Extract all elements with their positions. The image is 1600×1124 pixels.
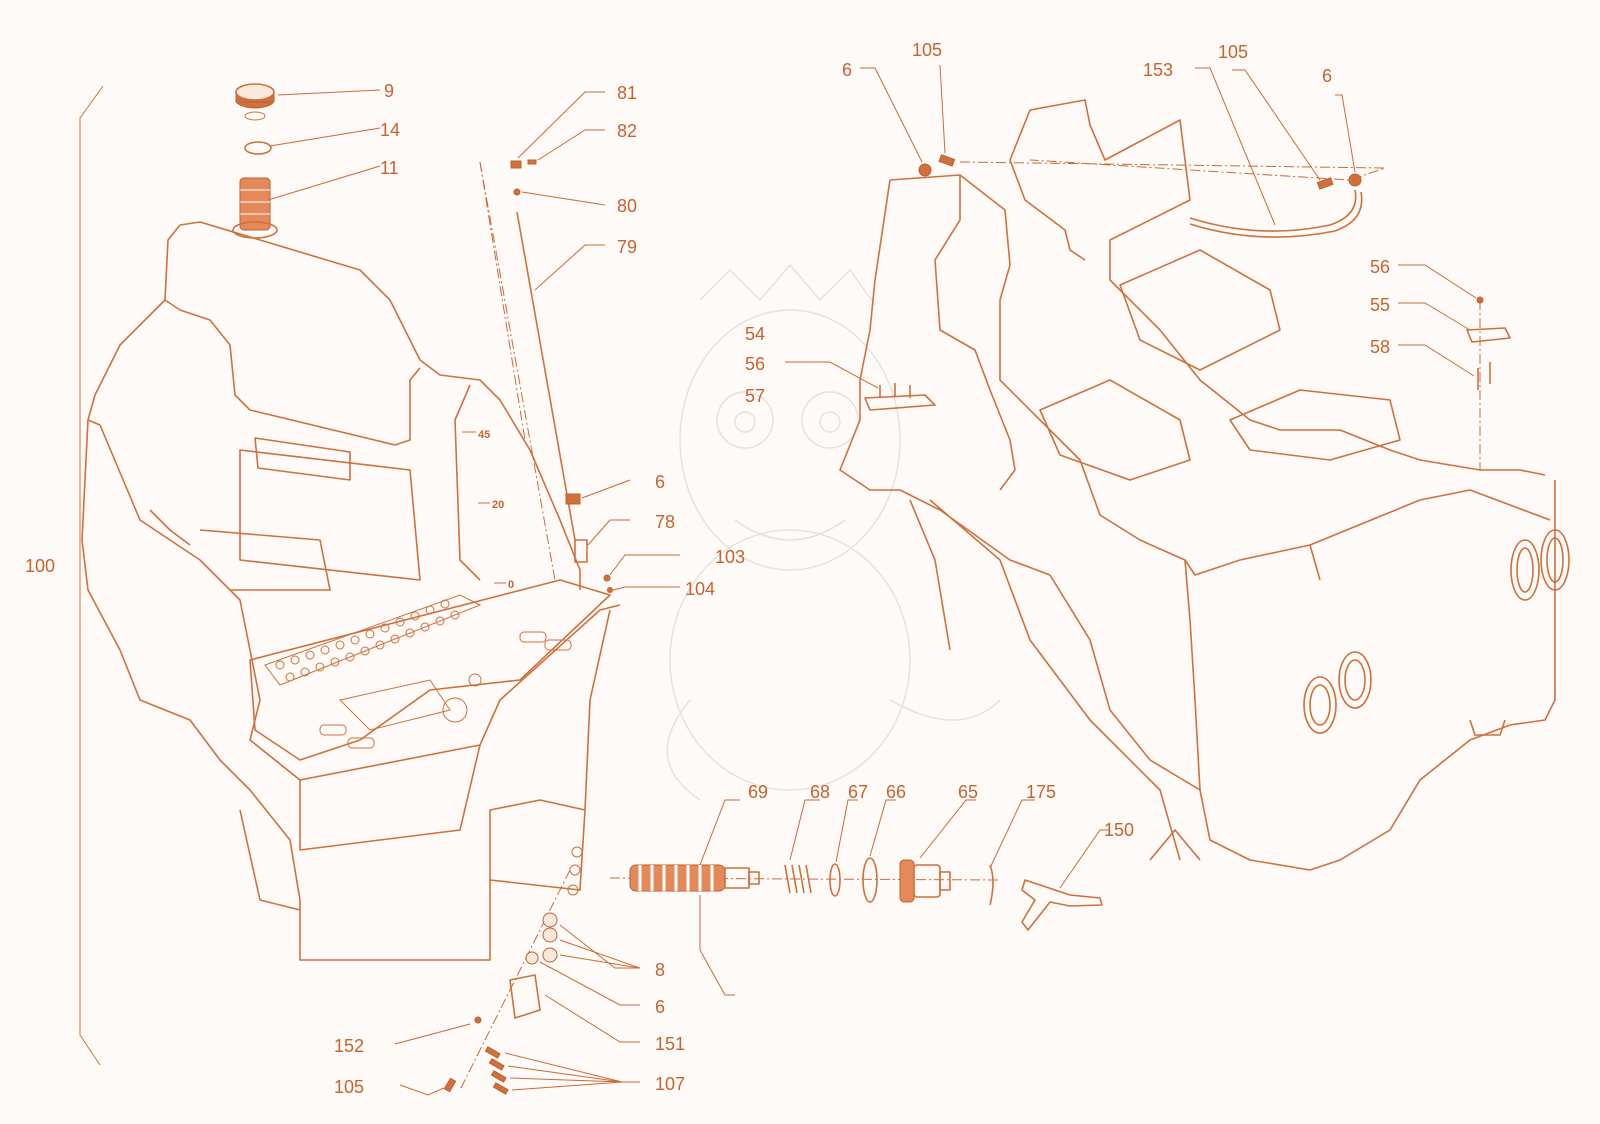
callout-175: 175 bbox=[1026, 782, 1056, 802]
callout-81: 81 bbox=[617, 83, 637, 103]
gauge-mark-20: 20 bbox=[492, 499, 504, 511]
spring-part-68 bbox=[784, 864, 812, 894]
bolt-part-105-lower bbox=[443, 1077, 457, 1093]
callout-69: 69 bbox=[748, 782, 768, 802]
callout-152: 152 bbox=[334, 1036, 364, 1056]
deck-grille-holes bbox=[275, 599, 460, 682]
callout-79: 79 bbox=[617, 237, 637, 257]
bolt-part-105-top-left bbox=[938, 154, 956, 167]
callout-6-dipstick: 6 bbox=[655, 472, 665, 492]
washer-part-104 bbox=[607, 587, 613, 593]
dipstick-nut-part-6 bbox=[565, 493, 581, 505]
hose-part-153 bbox=[1189, 189, 1357, 232]
dipstick-pin-part-82 bbox=[527, 159, 537, 165]
callout-57: 57 bbox=[745, 386, 765, 406]
callout-55: 55 bbox=[1370, 295, 1390, 315]
callout-150: 150 bbox=[1104, 820, 1134, 840]
callout-104: 104 bbox=[685, 579, 715, 599]
strainer-part-11 bbox=[232, 177, 278, 239]
dipstick-clip-part-81 bbox=[510, 160, 522, 169]
callout-54: 54 bbox=[745, 324, 765, 344]
fastener-axis bbox=[459, 869, 571, 1091]
washer-part-67 bbox=[829, 863, 841, 897]
callout-100: 100 bbox=[25, 556, 55, 576]
callout-78: 78 bbox=[655, 512, 675, 532]
callout-65: 65 bbox=[958, 782, 978, 802]
callout-107: 107 bbox=[655, 1074, 685, 1094]
clip-part-175 bbox=[989, 864, 994, 906]
seal-part-66 bbox=[862, 857, 878, 903]
drain-sleeve-part-69 bbox=[629, 864, 760, 892]
drain-axis bbox=[609, 877, 1001, 881]
nut-part-6-top-right bbox=[1348, 173, 1362, 187]
dipstick-axis bbox=[479, 161, 556, 581]
callout-8: 8 bbox=[655, 960, 665, 980]
callout-153: 153 bbox=[1143, 60, 1173, 80]
plate-part-55 bbox=[1466, 327, 1511, 343]
drain-assembly bbox=[609, 857, 1103, 931]
callout-82: 82 bbox=[617, 121, 637, 141]
screw-part-103 bbox=[603, 574, 611, 582]
callout-6-top-right: 6 bbox=[1322, 66, 1332, 86]
callout-labels: 9 14 11 81 82 80 79 6 78 103 104 100 8 6… bbox=[25, 40, 1390, 1097]
callout-6-lower: 6 bbox=[655, 997, 665, 1017]
watermark-mascot bbox=[666, 263, 1001, 801]
key-tool-part-150 bbox=[1021, 879, 1103, 931]
gauge-mark-45: 45 bbox=[478, 429, 490, 441]
callout-105-lower: 105 bbox=[334, 1077, 364, 1097]
stud-set-parts-54-56-57 bbox=[864, 383, 936, 411]
left-tank-assembly: 45 20 0 bbox=[79, 83, 621, 1095]
tank-body bbox=[179, 221, 581, 590]
callout-80: 80 bbox=[617, 196, 637, 216]
callout-56-right: 56 bbox=[1370, 257, 1390, 277]
callout-151: 151 bbox=[655, 1034, 685, 1054]
assembly-bracket bbox=[79, 85, 104, 1066]
callout-103: 103 bbox=[715, 547, 745, 567]
dipstick-washer-part-80 bbox=[513, 188, 521, 196]
right-frame-assembly bbox=[839, 99, 1570, 871]
callout-105-top-right: 105 bbox=[1218, 42, 1248, 62]
exhaust-ports bbox=[1303, 529, 1570, 734]
dipstick-rod-part-79 bbox=[516, 211, 576, 541]
bracket-part-151 bbox=[509, 974, 541, 1019]
callout-67: 67 bbox=[848, 782, 868, 802]
callout-105-top-left: 105 bbox=[912, 40, 942, 60]
callout-58: 58 bbox=[1370, 337, 1390, 357]
callout-56-left: 56 bbox=[745, 354, 765, 374]
o-ring-part-14 bbox=[244, 141, 272, 155]
footrest-deck bbox=[249, 579, 611, 761]
callout-11: 11 bbox=[380, 158, 399, 178]
drain-valve-part-65 bbox=[899, 859, 951, 903]
leader-lines bbox=[267, 64, 1477, 1096]
dipstick-tube-part-78 bbox=[574, 539, 588, 563]
nut-part-6-lower bbox=[525, 951, 539, 965]
gauge-mark-0: 0 bbox=[508, 579, 514, 591]
callout-68: 68 bbox=[810, 782, 830, 802]
callout-9: 9 bbox=[384, 81, 394, 101]
screw-part-152 bbox=[474, 1016, 482, 1024]
washer-stack-part-8 bbox=[542, 912, 558, 963]
callout-14: 14 bbox=[380, 120, 400, 140]
callout-66: 66 bbox=[886, 782, 906, 802]
bolt-set-part-107 bbox=[484, 1046, 509, 1095]
callout-6-top-left: 6 bbox=[842, 60, 852, 80]
filler-cap-part-9 bbox=[235, 83, 275, 121]
bolt-part-105-top-right bbox=[1316, 177, 1334, 190]
nut-part-6-top-left bbox=[918, 163, 932, 177]
